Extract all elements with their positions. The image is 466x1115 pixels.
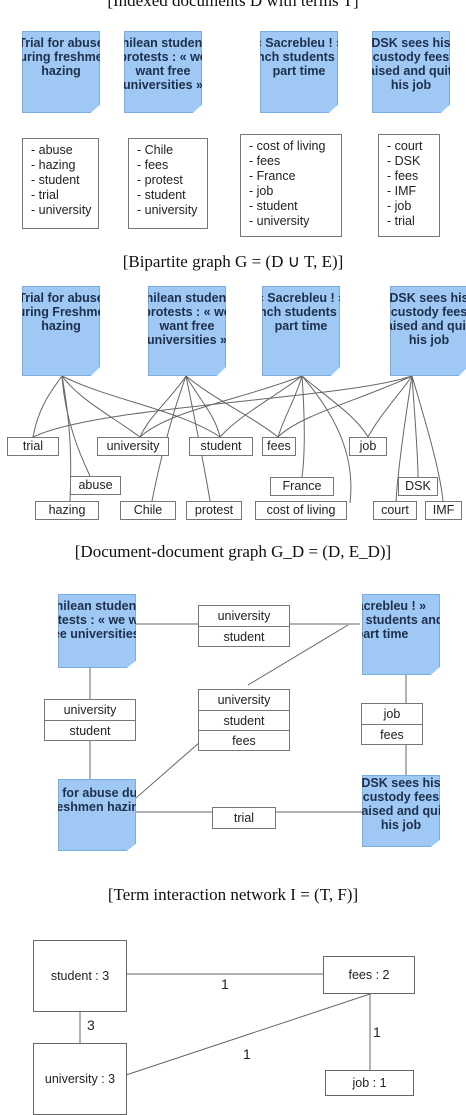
indexed-terms-2: - Chile- fees - protest- student - unive… <box>128 138 208 229</box>
bipartite-doc-3: « Sacrebleu ! » French students and part… <box>262 286 340 376</box>
section-title-docdoc: [Document-document graph G_D = (D, E_D)] <box>74 542 392 561</box>
term-court: court <box>373 501 417 520</box>
term-fees: fees <box>262 437 296 456</box>
term-france: France <box>270 477 334 496</box>
section-title-interaction: [Term interaction network I = (T, F)] <box>107 885 359 904</box>
node-fees: fees : 2 <box>323 956 415 994</box>
node-student: student : 3 <box>33 940 127 1012</box>
indexed-doc-4: DSK sees his custody fees raised and qui… <box>372 31 450 113</box>
term-trial: trial <box>7 437 59 456</box>
indexed-doc-1: Trial for abuse during freshmen hazing <box>22 31 100 113</box>
doc-title: DSK sees his custody fees raised and qui… <box>381 291 466 347</box>
indexed-terms-4: - court- DSK - fees- IMF - job- trial <box>378 134 440 237</box>
indexed-doc-2: Chilean students protests : « we want fr… <box>124 31 202 113</box>
edge-label-trial-dsk: trial <box>212 807 276 829</box>
doc-title: « Sacrebleu ! » French students and part… <box>237 36 361 78</box>
docdoc-trial: Trial for abuse during freshmen hazing <box>58 779 136 851</box>
indexed-terms-3: - cost of living- fees - France- job - s… <box>240 134 342 237</box>
doc-title: « Sacrebleu ! » French students and part… <box>320 599 444 641</box>
term-cost-of-living: cost of living <box>255 501 347 520</box>
term-chile: Chile <box>120 501 176 520</box>
edge-weight-fees-job: 1 <box>373 1024 381 1040</box>
term-protest: protest <box>186 501 242 520</box>
term-job: job <box>349 437 387 456</box>
term-student: student <box>189 437 253 456</box>
doc-title: Trial for abuse during Freshmen hazing <box>9 291 113 333</box>
node-job: job : 1 <box>325 1070 414 1096</box>
indexed-terms-1: - abuse- hazing - student- trial - unive… <box>22 138 99 229</box>
edge-weight-university-fees: 1 <box>243 1046 251 1062</box>
doc-title: Trial for abuse during freshmen hazing <box>33 786 161 814</box>
doc-title: Chilean students protests : « we want fr… <box>136 291 238 347</box>
edge-weight-student-university: 3 <box>87 1017 95 1033</box>
node-university: university : 3 <box>33 1043 127 1115</box>
docdoc-dsk: DSK sees his custody fees raised and qui… <box>362 775 440 847</box>
doc-title: DSK sees his custody fees raised and qui… <box>363 36 459 92</box>
section-title-bipartite: [Bipartite graph G = (D ∪ T, E)] <box>122 252 344 271</box>
edge-weight-student-fees: 1 <box>221 976 229 992</box>
term-hazing: hazing <box>35 501 99 520</box>
bipartite-doc-4: DSK sees his custody fees raised and qui… <box>390 286 466 376</box>
bipartite-doc-1: Trial for abuse during Freshmen hazing <box>22 286 100 376</box>
term-imf: IMF <box>425 501 462 520</box>
doc-title: « Sacrebleu ! » French students and part… <box>239 291 363 333</box>
docdoc-chilean: Chilean students Protests : « we want fr… <box>58 594 136 668</box>
docdoc-sacrebleu: « Sacrebleu ! » French students and part… <box>362 594 440 675</box>
indexed-doc-3: « Sacrebleu ! » French students and part… <box>260 31 338 113</box>
term-university: university <box>97 437 169 456</box>
section-title-indexed: [Indexed documents D with terms T] <box>107 0 359 10</box>
term-dsk: DSK <box>398 477 438 496</box>
doc-title: Trial for abuse during freshmen hazing <box>11 36 111 78</box>
doc-title: DSK sees his custody fees raised and qui… <box>356 776 446 832</box>
doc-title: Chilean students protests : « we want fr… <box>112 36 214 92</box>
doc-title: Chilean students Protests : « we want fr… <box>36 599 158 641</box>
bipartite-doc-2: Chilean students protests : « we want fr… <box>148 286 226 376</box>
term-abuse: abuse <box>70 476 121 495</box>
